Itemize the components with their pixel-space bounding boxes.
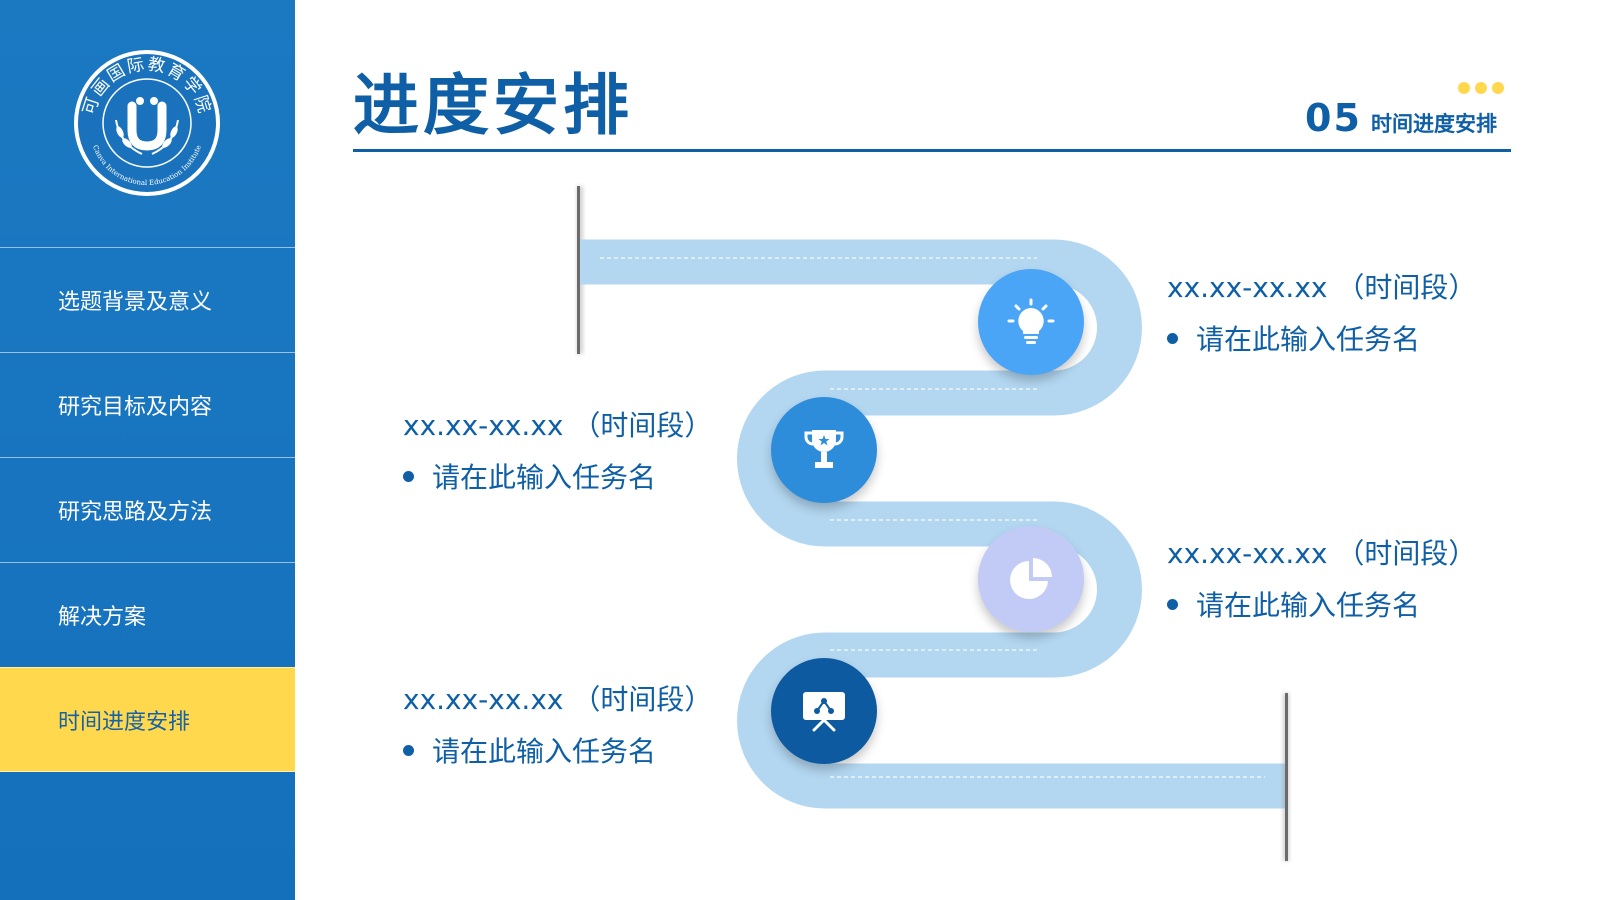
decorative-dots <box>1458 79 1509 98</box>
milestone-2-task-label[interactable]: 请在此输入任务名 <box>432 461 657 494</box>
milestone-3-range: xx.xx-xx.xx （时间段） <box>1167 537 1477 570</box>
section-number: 05 <box>1305 96 1362 140</box>
milestone-1-task: 请在此输入任务名 <box>1167 318 1476 358</box>
page-title: 进度安排 <box>353 67 633 144</box>
lightbulb-icon <box>1007 298 1055 344</box>
milestone-4-badge <box>771 658 877 764</box>
milestone-2-task: 请在此输入任务名 <box>403 456 712 496</box>
milestone-4-task-label[interactable]: 请在此输入任务名 <box>432 735 657 768</box>
milestone-3-text: xx.xx-xx.xx （时间段） 请在此输入任务名 <box>1167 532 1476 624</box>
pie-chart-icon <box>1010 558 1052 599</box>
presentation-icon <box>803 692 845 732</box>
milestone-2-badge <box>771 397 877 503</box>
milestone-4-task: 请在此输入任务名 <box>403 730 712 770</box>
milestone-1-range: xx.xx-xx.xx （时间段） <box>1167 271 1477 304</box>
milestone-3-badge <box>978 526 1084 632</box>
milestone-1-task-label[interactable]: 请在此输入任务名 <box>1196 323 1421 356</box>
milestone-2-range: xx.xx-xx.xx （时间段） <box>403 409 713 442</box>
sidebar-nav: 选题背景及意义 研究目标及内容 研究思路及方法 解决方案 时间进度安排 <box>0 247 295 772</box>
logo: 可画国际教育学院 Canva International Education I… <box>0 0 295 247</box>
milestone-3-task-label[interactable]: 请在此输入任务名 <box>1196 589 1421 622</box>
bullet-icon <box>1167 332 1178 344</box>
sidebar-item-methods[interactable]: 研究思路及方法 <box>0 457 295 562</box>
section-name: 时间进度安排 <box>1371 112 1497 136</box>
milestone-4-range: xx.xx-xx.xx （时间段） <box>403 683 713 716</box>
header-divider <box>353 149 1511 152</box>
milestone-2-text: xx.xx-xx.xx （时间段） 请在此输入任务名 <box>403 404 712 496</box>
logo-seal-icon: 可画国际教育学院 Canva International Education I… <box>74 50 220 196</box>
milestone-3-task: 请在此输入任务名 <box>1167 584 1476 624</box>
milestone-1-badge <box>978 269 1084 375</box>
milestone-1-text: xx.xx-xx.xx （时间段） 请在此输入任务名 <box>1167 266 1476 358</box>
sidebar: 可画国际教育学院 Canva International Education I… <box>0 0 295 900</box>
sidebar-item-background[interactable]: 选题背景及意义 <box>0 247 295 352</box>
sidebar-item-solution[interactable]: 解决方案 <box>0 562 295 667</box>
trophy-icon <box>804 430 844 468</box>
road-path <box>580 239 1287 809</box>
sidebar-item-objectives[interactable]: 研究目标及内容 <box>0 352 295 457</box>
sidebar-item-schedule[interactable]: 时间进度安排 <box>0 667 295 772</box>
bullet-icon <box>403 744 414 756</box>
bullet-icon <box>1167 598 1178 610</box>
milestone-4-text: xx.xx-xx.xx （时间段） 请在此输入任务名 <box>403 678 712 770</box>
bullet-icon <box>403 470 414 482</box>
